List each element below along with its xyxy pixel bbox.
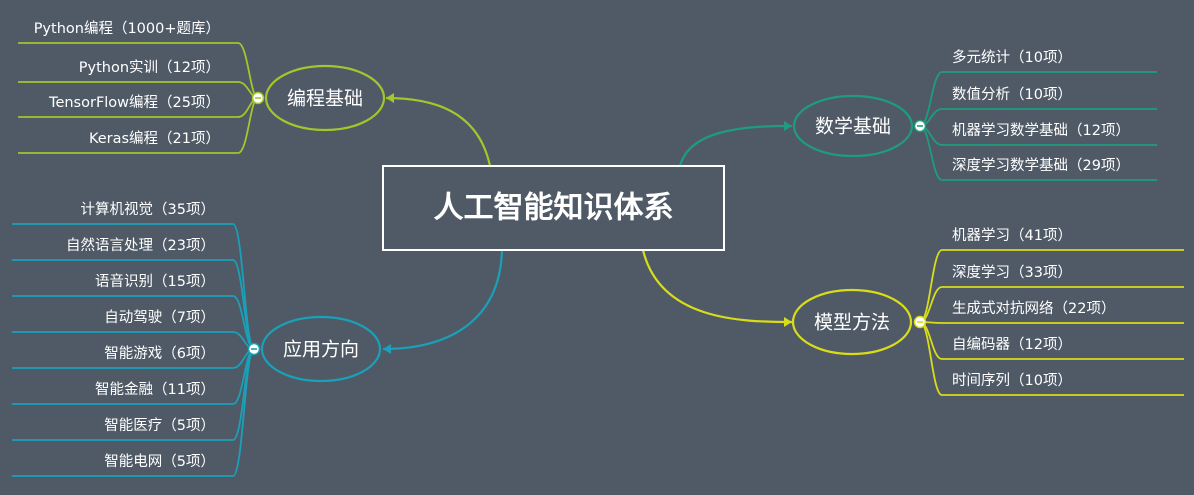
model-leaf-label: 生成式对抗网络（22项） bbox=[952, 300, 1115, 317]
programming-leaf-label: Python实训（12项） bbox=[79, 59, 220, 76]
math-branch-node[interactable] bbox=[792, 94, 914, 158]
application-leaf-label: 语音识别（15项） bbox=[95, 273, 215, 290]
programming-connector bbox=[385, 96, 492, 167]
application-leaf-label: 计算机视觉（35项） bbox=[81, 201, 215, 218]
programming-leaf-label: Keras编程（21项） bbox=[89, 130, 220, 147]
math-arrow bbox=[784, 121, 792, 131]
application-leaf-label: 智能游戏（6项） bbox=[104, 345, 215, 362]
center-title: 人工智能知识体系 bbox=[434, 191, 674, 226]
application-leaf-link bbox=[12, 348, 255, 477]
model-arrow bbox=[784, 317, 792, 327]
model-leaf-label: 深度学习（33项） bbox=[952, 264, 1072, 281]
model-leaf-label: 机器学习（41项） bbox=[952, 227, 1072, 244]
programming-leaf-label: Python编程（1000+题库） bbox=[34, 20, 220, 37]
math-collapse-toggle[interactable] bbox=[913, 119, 927, 133]
center-node-box[interactable] bbox=[382, 165, 725, 251]
application-leaf-label: 智能医疗（5项） bbox=[104, 417, 215, 434]
programming-collapse-toggle[interactable] bbox=[251, 91, 265, 105]
math-leaf-label: 多元统计（10项） bbox=[952, 49, 1072, 66]
model-connector bbox=[641, 249, 793, 324]
programming-arrow bbox=[386, 93, 394, 103]
programming-branch-label: 编程基础 bbox=[287, 88, 363, 110]
model-leaf-label: 时间序列（10项） bbox=[952, 372, 1072, 389]
math-leaf-label: 深度学习数学基础（29项） bbox=[952, 157, 1130, 174]
model-branch-node[interactable] bbox=[791, 288, 913, 356]
application-arrow bbox=[383, 344, 391, 354]
application-connector bbox=[382, 249, 504, 351]
programming-branch-node[interactable] bbox=[264, 64, 386, 132]
application-collapse-toggle[interactable] bbox=[247, 342, 261, 356]
application-branch-label: 应用方向 bbox=[283, 339, 359, 361]
application-leaf-label: 智能金融（11项） bbox=[95, 381, 215, 398]
math-branch-label: 数学基础 bbox=[815, 116, 891, 138]
model-collapse-toggle[interactable] bbox=[913, 315, 927, 329]
math-leaf-label: 数值分析（10项） bbox=[952, 86, 1072, 103]
model-branch-label: 模型方法 bbox=[814, 312, 890, 334]
programming-leaf-label: TensorFlow编程（25项） bbox=[48, 94, 220, 111]
model-leaf-label: 自编码器（12项） bbox=[952, 336, 1072, 353]
application-branch-node[interactable] bbox=[260, 315, 382, 383]
application-leaf-label: 自动驾驶（7项） bbox=[104, 309, 215, 326]
application-leaf-label: 智能电网（5项） bbox=[104, 453, 215, 470]
model-leaf-link bbox=[919, 321, 1184, 324]
math-connector bbox=[678, 124, 793, 167]
math-leaf-label: 机器学习数学基础（12项） bbox=[952, 122, 1130, 139]
application-leaf-label: 自然语言处理（23项） bbox=[66, 237, 215, 254]
